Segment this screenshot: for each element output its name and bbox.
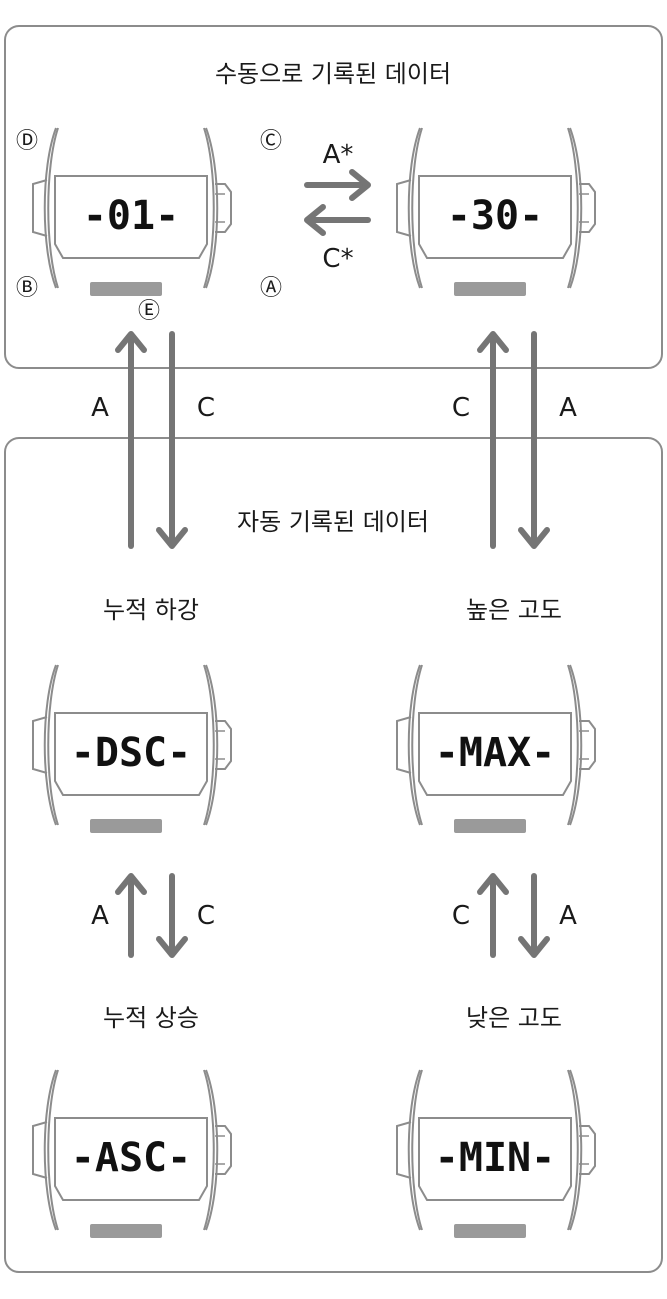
watch-display: -MAX- (435, 730, 555, 776)
watch-min: -MIN- (396, 1069, 596, 1239)
auto-section-title: 자동 기록된 데이터 (237, 508, 429, 536)
watch-max: -MAX- (396, 664, 596, 834)
button-a-marker: Ⓐ (260, 276, 282, 301)
watch-manual-right: -30- (396, 127, 596, 297)
link-label-right-down: A (559, 393, 577, 423)
forward-label: A* (323, 140, 354, 170)
watch-display: -ASC- (71, 1135, 191, 1181)
arrow-forward (304, 169, 371, 201)
watch-dsc: -DSC- (32, 664, 232, 834)
back-label: C* (322, 244, 353, 274)
watch-manual-left: -01- (32, 127, 232, 297)
link-label-left-up: A (91, 393, 109, 423)
arrow-pair-left-up (115, 873, 147, 958)
button-d-marker: Ⓓ (16, 129, 38, 154)
pair-label-left-down: C (197, 901, 215, 931)
watch-asc: -ASC- (32, 1069, 232, 1239)
arrow-right-up (477, 331, 509, 549)
arrow-pair-left-down (156, 873, 188, 958)
manual-section-title: 수동으로 기록된 데이터 (215, 60, 451, 88)
pair-label-left-up: A (91, 901, 109, 931)
caption-cumulative-ascent: 누적 상승 (103, 1004, 199, 1032)
watch-display: -MIN- (435, 1135, 555, 1181)
pair-label-right-down: A (559, 901, 577, 931)
arrow-back (304, 204, 371, 236)
auto-section-frame (4, 437, 663, 1273)
caption-cumulative-descent: 누적 하강 (103, 596, 199, 624)
arrow-right-down (518, 331, 550, 549)
caption-max-altitude: 높은 고도 (466, 596, 562, 624)
watch-display: -30- (447, 193, 543, 239)
arrow-pair-right-down (518, 873, 550, 958)
button-c-marker: Ⓒ (260, 129, 282, 154)
button-e-marker: Ⓔ (138, 299, 160, 324)
manual-section-frame (4, 25, 663, 369)
arrow-left-up (115, 331, 147, 549)
pair-label-right-up: C (452, 901, 470, 931)
link-label-right-up: C (452, 393, 470, 423)
caption-min-altitude: 낮은 고도 (466, 1004, 562, 1032)
link-label-left-down: C (197, 393, 215, 423)
watch-display: -01- (83, 193, 179, 239)
arrow-left-down (156, 331, 188, 549)
watch-display: -DSC- (71, 730, 191, 776)
arrow-pair-right-up (477, 873, 509, 958)
button-b-marker: Ⓑ (16, 276, 38, 301)
